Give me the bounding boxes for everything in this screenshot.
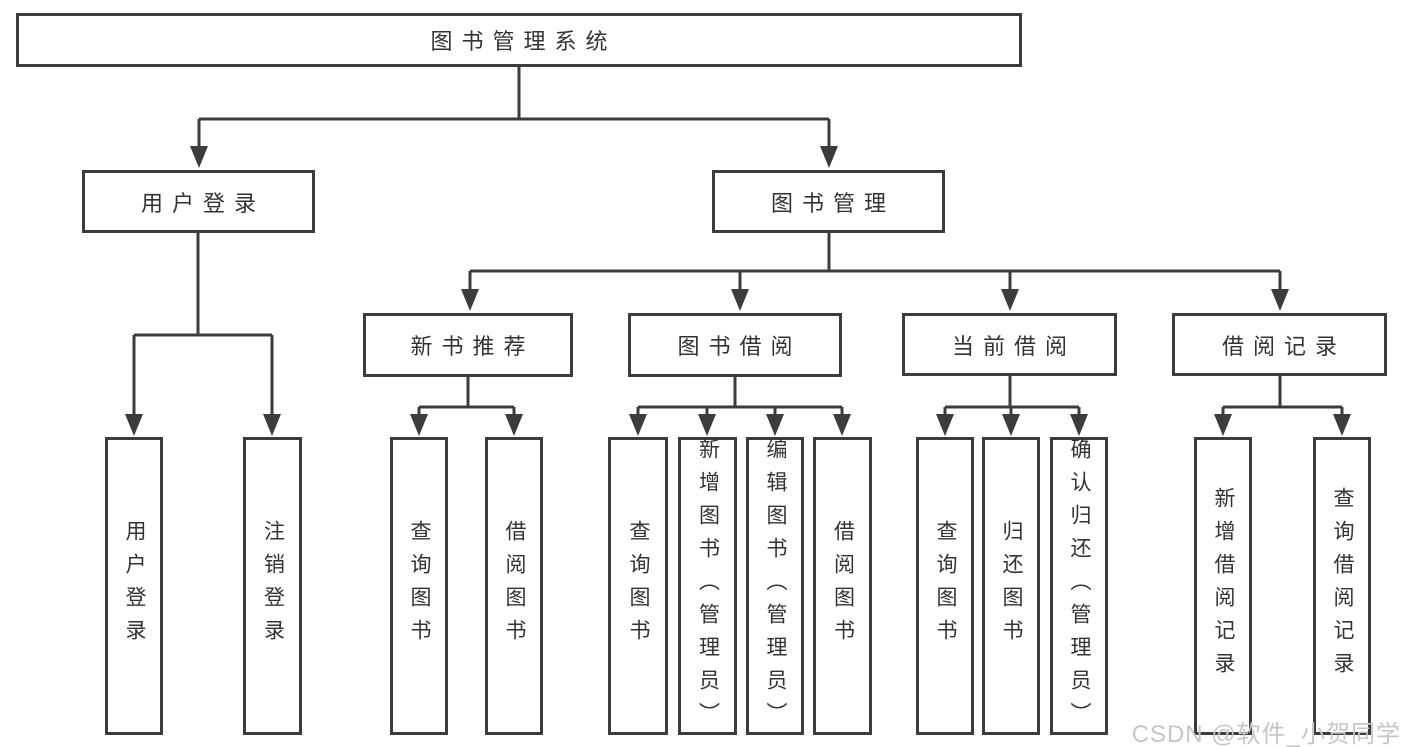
leaf-borrow-books-label: 借阅图书 [831,520,855,652]
node-borrowing-records-label: 借阅记录 [1221,333,1346,359]
node-book-management: 图书管理 [712,170,945,233]
node-user-login-label: 用户登录 [140,190,265,216]
leaf-confirm-return-admin-label: 确认归还（管理员） [1068,437,1091,735]
leaf-query-books-current-label: 查询图书 [934,520,957,652]
leaf-query-books-borrowing: 查询图书 [608,437,668,735]
node-current-borrowing-label: 当前借阅 [951,333,1076,359]
leaf-add-books-admin: 新增图书（管理员） [678,437,737,735]
node-root-label: 图书管理系统 [430,29,617,54]
node-user-login: 用户登录 [82,170,315,233]
node-current-borrowing: 当前借阅 [902,313,1117,376]
node-root: 图书管理系统 [16,13,1022,67]
node-book-management-label: 图书管理 [770,190,895,216]
leaf-query-books-borrowing-label: 查询图书 [627,520,650,652]
leaf-query-borrow-record: 查询借阅记录 [1313,437,1371,735]
leaf-user-login-label: 用户登录 [123,520,146,652]
leaf-add-borrow-record-label: 新增借阅记录 [1212,487,1235,685]
node-book-borrowing-label: 图书借阅 [677,334,802,359]
node-new-book-recommend: 新书推荐 [363,313,573,377]
node-book-borrowing: 图书借阅 [628,313,842,377]
node-new-book-recommend-label: 新书推荐 [410,334,535,359]
leaf-user-login: 用户登录 [105,437,163,735]
leaf-logout: 注销登录 [243,437,302,735]
leaf-query-books-current: 查询图书 [916,437,974,735]
leaf-return-books: 归还图书 [982,437,1040,735]
leaf-add-borrow-record: 新增借阅记录 [1194,437,1252,735]
leaf-query-books-recommend: 查询图书 [390,437,448,735]
leaf-borrow-books-recommend-label: 借阅图书 [503,520,526,652]
leaf-borrow-books: 借阅图书 [813,437,872,735]
leaf-query-books-recommend-label: 查询图书 [408,520,431,652]
leaf-logout-label: 注销登录 [261,520,285,652]
leaf-confirm-return-admin: 确认归还（管理员） [1050,437,1108,735]
leaf-borrow-books-recommend: 借阅图书 [485,437,543,735]
leaf-add-books-admin-label: 新增图书（管理员） [696,437,720,735]
leaf-return-books-label: 归还图书 [1000,520,1023,652]
arrowheads [125,146,1351,436]
leaf-query-borrow-record-label: 查询借阅记录 [1331,487,1354,685]
leaf-edit-books-admin-label: 编辑图书（管理员） [764,437,787,735]
csdn-watermark: CSDN @软件_小贺同学 [1131,721,1401,747]
node-borrowing-records: 借阅记录 [1172,313,1387,376]
leaf-edit-books-admin: 编辑图书（管理员） [746,437,804,735]
